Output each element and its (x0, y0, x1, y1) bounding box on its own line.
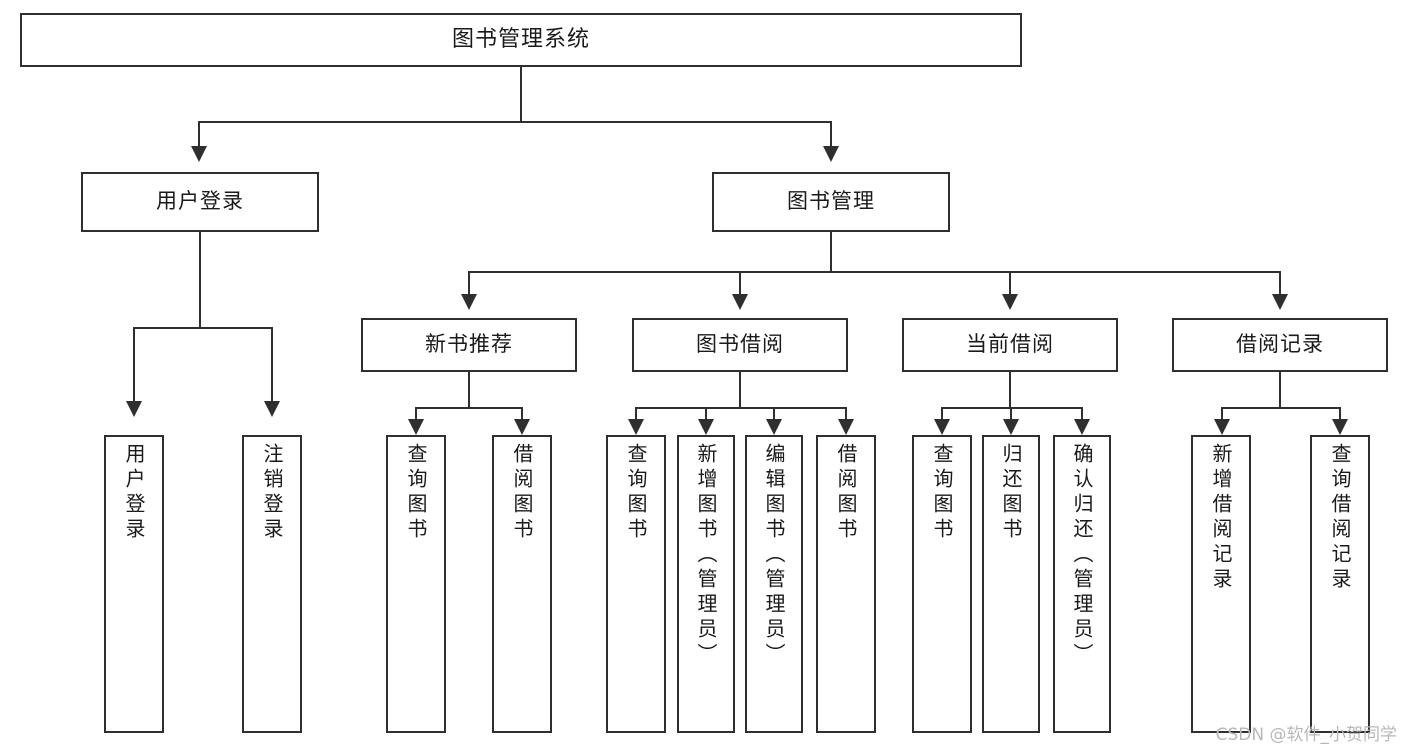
arrowhead-leaf-add-record (1214, 419, 1230, 435)
node-label: 借阅图书 (510, 443, 534, 543)
connector-current-borrow-drop-1 (941, 407, 943, 427)
node-label: 查询图书 (930, 443, 954, 543)
connector-new-book-stem (468, 372, 470, 408)
leaf-user-login[interactable]: 用户登录 (104, 435, 164, 733)
node-label: 查询图书 (404, 443, 428, 543)
node-label: 用户登录 (156, 189, 244, 214)
node-label: 归还图书 (999, 443, 1023, 543)
node-label: 图书管理 (787, 189, 875, 214)
node-label: 新书推荐 (425, 332, 513, 357)
node-label: 图书借阅 (696, 332, 784, 357)
connector-to-user-login (198, 121, 200, 149)
connector-to-book-borrow (739, 271, 741, 297)
connector-borrow-record-drop-1 (1221, 407, 1223, 427)
leaf-add-book-admin[interactable]: 新增图书（管理员） (677, 435, 735, 733)
arrowhead-leaf-confirm-return (1074, 419, 1090, 435)
connector-current-borrow-drop-3 (1081, 407, 1083, 427)
leaf-query-book-current[interactable]: 查询图书 (912, 435, 972, 733)
leaf-logout[interactable]: 注销登录 (242, 435, 302, 733)
node-user-login[interactable]: 用户登录 (81, 172, 319, 232)
arrowhead-leaf-add-book (698, 419, 714, 435)
connector-root-stem (520, 67, 522, 122)
arrowhead-leaf-borrow-book-1 (514, 419, 530, 435)
connector-borrow-record-drop-2 (1339, 407, 1341, 427)
connector-book-borrow-stem (739, 372, 741, 408)
connector-current-borrow-drop-2 (1010, 407, 1012, 427)
arrowhead-to-new-book (461, 294, 477, 310)
node-root-system[interactable]: 图书管理系统 (20, 13, 1022, 67)
arrowhead-to-book-borrow (732, 294, 748, 310)
connector-user-login-drop-2 (271, 327, 273, 403)
connector-new-book-drop-1 (415, 407, 417, 427)
connector-new-book-bus (415, 407, 522, 409)
arrowhead-to-user-login (191, 146, 207, 162)
connector-book-borrow-drop-4 (845, 407, 847, 427)
arrowhead-leaf-query-book-1 (408, 419, 424, 435)
node-label: 新增图书（管理员） (694, 443, 718, 668)
connector-new-book-drop-2 (521, 407, 523, 427)
node-book-borrow[interactable]: 图书借阅 (632, 318, 848, 372)
arrowhead-leaf-user-login (126, 401, 142, 417)
connector-book-borrow-bus (635, 407, 847, 409)
connector-to-current-borrow (1009, 271, 1011, 297)
leaf-confirm-return-admin[interactable]: 确认归还（管理员） (1053, 435, 1111, 733)
node-label: 注销登录 (260, 443, 284, 543)
connector-borrow-record-bus (1221, 407, 1340, 409)
arrowhead-leaf-query-record (1332, 419, 1348, 435)
leaf-borrow-book-new[interactable]: 借阅图书 (492, 435, 552, 733)
arrowhead-leaf-logout (264, 401, 280, 417)
arrowhead-to-borrow-record (1272, 294, 1288, 310)
connector-book-borrow-drop-2 (705, 407, 707, 427)
connector-to-book-mgmt (830, 121, 832, 149)
node-current-borrow[interactable]: 当前借阅 (902, 318, 1118, 372)
node-label: 新增借阅记录 (1209, 443, 1233, 593)
connector-current-borrow-stem (1009, 372, 1011, 408)
arrowhead-leaf-edit-book (766, 419, 782, 435)
connector-user-login-drop-1 (133, 327, 135, 403)
node-label: 查询图书 (624, 443, 648, 543)
connector-to-borrow-record (1279, 271, 1281, 297)
connector-user-login-bus (133, 327, 272, 329)
arrowhead-leaf-borrow-book-2 (838, 419, 854, 435)
connector-to-new-book (468, 271, 470, 297)
node-label: 编辑图书（管理员） (762, 443, 786, 668)
node-label: 图书管理系统 (451, 26, 590, 52)
arrowhead-leaf-return-book (1003, 419, 1019, 435)
leaf-query-book-new[interactable]: 查询图书 (386, 435, 446, 733)
connector-level2-bus (198, 121, 832, 123)
connector-book-mgmt-stem (830, 232, 832, 272)
leaf-edit-book-admin[interactable]: 编辑图书（管理员） (745, 435, 803, 733)
leaf-add-borrow-record[interactable]: 新增借阅记录 (1191, 435, 1251, 733)
connector-user-login-stem (199, 232, 201, 328)
node-label: 用户登录 (122, 443, 146, 543)
node-new-book-recommend[interactable]: 新书推荐 (361, 318, 577, 372)
arrowhead-leaf-query-book-2 (628, 419, 644, 435)
node-label: 当前借阅 (966, 332, 1054, 357)
connector-book-borrow-drop-1 (635, 407, 637, 427)
node-label: 确认归还（管理员） (1070, 443, 1094, 668)
leaf-borrow-book[interactable]: 借阅图书 (816, 435, 876, 733)
node-label: 查询借阅记录 (1328, 443, 1352, 593)
arrowhead-to-book-mgmt (823, 146, 839, 162)
connector-level3-bus (468, 271, 1280, 273)
connector-book-borrow-drop-3 (773, 407, 775, 427)
node-label: 借阅图书 (834, 443, 858, 543)
leaf-return-book[interactable]: 归还图书 (982, 435, 1040, 733)
node-label: 借阅记录 (1236, 332, 1324, 357)
arrowhead-leaf-query-book-3 (934, 419, 950, 435)
leaf-query-book-borrow[interactable]: 查询图书 (606, 435, 666, 733)
node-book-management[interactable]: 图书管理 (712, 172, 950, 232)
arrowhead-to-current-borrow (1002, 294, 1018, 310)
node-borrow-record[interactable]: 借阅记录 (1172, 318, 1388, 372)
leaf-query-borrow-record[interactable]: 查询借阅记录 (1310, 435, 1370, 733)
connector-borrow-record-stem (1279, 372, 1281, 408)
